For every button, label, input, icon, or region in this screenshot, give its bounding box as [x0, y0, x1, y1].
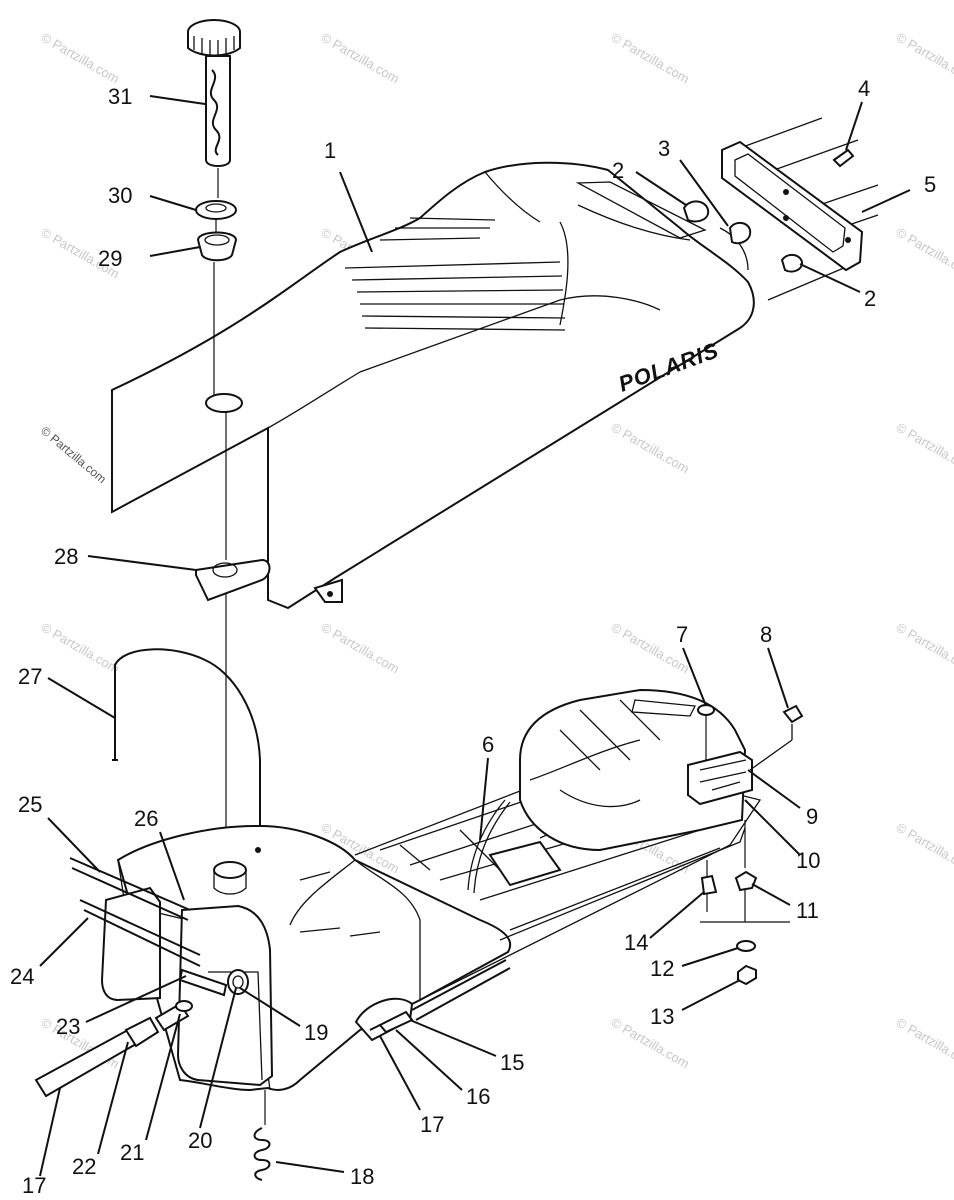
callout-15: 15	[500, 1050, 524, 1075]
nut-11	[734, 870, 758, 892]
taillight-bezel	[721, 140, 864, 272]
hose-23	[178, 968, 228, 997]
callout-17-right: 17	[420, 1112, 444, 1137]
bulb	[728, 222, 752, 245]
callout-25: 25	[18, 792, 42, 817]
watermark: © Partzilla.com	[894, 225, 954, 282]
fuel-lines	[34, 857, 511, 1098]
grommet	[780, 254, 804, 273]
watermark: © Partzilla.com	[894, 620, 954, 677]
seat-tab	[313, 578, 343, 603]
fuel-tank	[100, 824, 512, 1092]
seat	[111, 161, 755, 610]
watermark: © Partzilla.com	[894, 1015, 954, 1072]
watermark: © Partzilla.com	[319, 620, 402, 677]
callout-31: 31	[108, 84, 132, 109]
callout-27: 27	[18, 664, 42, 689]
gasket-28	[195, 558, 271, 602]
callout-14: 14	[624, 930, 648, 955]
callout-24: 24	[10, 964, 34, 989]
callout-12: 12	[650, 956, 674, 981]
watermark: © Partzilla.com	[894, 420, 954, 477]
vent-hose	[114, 648, 261, 850]
callout-26: 26	[134, 806, 158, 831]
callout-6: 6	[482, 732, 494, 757]
screw	[832, 148, 855, 168]
callout-19: 19	[304, 1020, 328, 1045]
fuel-cap-assembly	[187, 19, 241, 870]
tank-filler-neck	[213, 861, 247, 879]
watermark: © Partzilla.com	[39, 30, 122, 87]
watermark: © Partzilla.com	[39, 620, 122, 677]
watermark: © Partzilla.com	[609, 30, 692, 87]
callout-7: 7	[676, 622, 688, 647]
seat-assembly: POLARIS	[111, 161, 755, 610]
callout-11: 11	[796, 898, 819, 923]
callout-13: 13	[650, 1004, 674, 1029]
callout-1: 1	[324, 138, 336, 163]
watermark: © Partzilla.com	[894, 820, 954, 877]
callout-10: 10	[796, 848, 820, 873]
fitting	[227, 969, 249, 995]
watermark: © Partzilla.com	[894, 30, 954, 87]
callout-4: 4	[858, 76, 870, 101]
tank-side-bracket	[176, 904, 274, 1087]
grommet-29	[196, 231, 238, 262]
callout-18: 18	[350, 1164, 374, 1189]
callout-5: 5	[924, 172, 936, 197]
fuel-gauge-tube	[205, 55, 231, 167]
seat-fill-hole	[205, 393, 243, 413]
callout-8: 8	[760, 622, 772, 647]
watermark: © Partzilla.com	[319, 30, 402, 87]
watermark: © Partzilla.com	[609, 420, 692, 477]
callout-21: 21	[120, 1140, 144, 1165]
callout-9: 9	[806, 804, 818, 829]
nut-7	[697, 704, 715, 716]
taillight-assembly	[682, 117, 879, 301]
leader-lines	[39, 95, 911, 1177]
callout-22: 22	[72, 1154, 96, 1179]
callout-23: 23	[56, 1014, 80, 1039]
callout-16: 16	[466, 1084, 490, 1109]
callout-2-bottom: 2	[864, 286, 876, 311]
gas-cap	[187, 32, 241, 57]
battery-box	[519, 688, 793, 922]
clip-8	[782, 704, 804, 724]
nut-13	[737, 964, 757, 986]
callout-28: 28	[54, 544, 78, 569]
tank-side-bracket	[100, 886, 161, 1002]
tank-body	[116, 824, 512, 1092]
callout-3: 3	[658, 136, 670, 161]
callouts: 31 30 29 1 2 3 4 5 2 28 27 6 7 8 9 10 11…	[10, 76, 936, 1198]
callout-20: 20	[188, 1128, 212, 1153]
bolt-14	[700, 874, 718, 896]
watermark-dark: © Partzilla.com	[38, 424, 109, 487]
callout-17-left: 17	[22, 1173, 46, 1198]
grommet	[682, 200, 710, 223]
callout-29: 29	[98, 246, 122, 271]
spring	[253, 1090, 271, 1181]
callout-30: 30	[108, 183, 132, 208]
callout-2-top: 2	[612, 158, 624, 183]
connector	[124, 1016, 160, 1048]
washer-12	[736, 940, 756, 952]
